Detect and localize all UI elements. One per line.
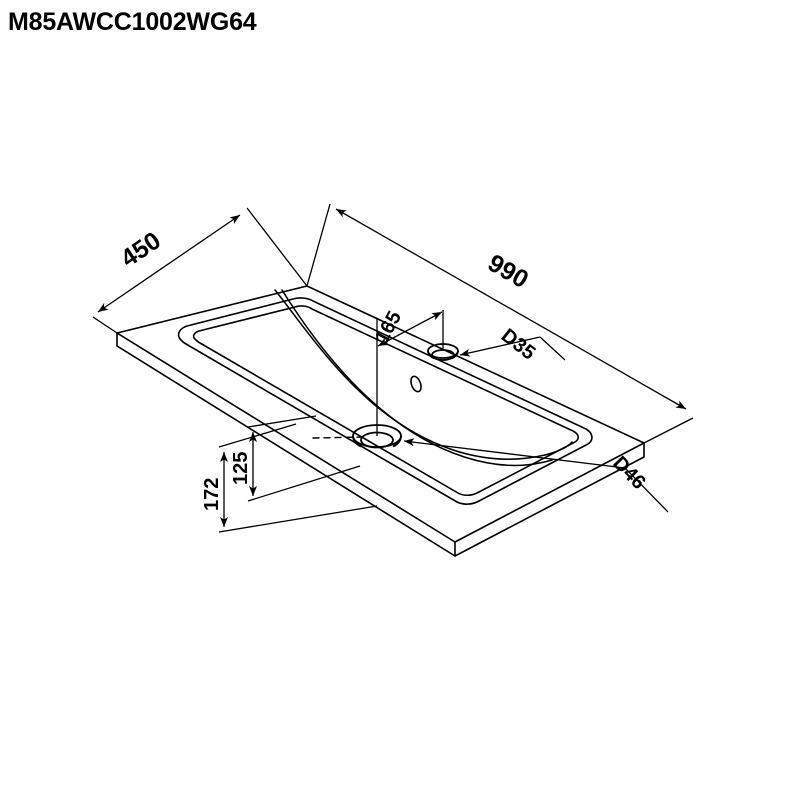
drain-hole-wall-left (352, 435, 362, 448)
dim-990-line (335, 208, 687, 410)
dim-125-label: 125 (230, 452, 252, 485)
dimension-D46 (403, 438, 669, 513)
dim-125-ext-bottom (247, 465, 361, 502)
dim-D46-leader-tail (624, 467, 669, 513)
dim-172-ext-bottom (218, 505, 378, 533)
dim-450-ext-right (246, 207, 308, 287)
dim-172-label: 172 (201, 478, 223, 511)
dim-450-label: 450 (116, 226, 166, 273)
basin-interior-contours (274, 289, 573, 467)
overflow-hole-ellipse (410, 375, 422, 393)
dim-165-line (377, 311, 443, 347)
basin-rim-inner (192, 305, 579, 497)
slab-left-front-edge (116, 332, 456, 557)
dim-D35-leader (459, 336, 541, 357)
dimension-450 (92, 207, 308, 334)
basin-rim-outer (177, 297, 593, 505)
dim-990-label: 990 (483, 249, 533, 294)
dim-990-ext-right (643, 417, 694, 444)
page-title: M85AWCC1002WG64 (8, 8, 257, 36)
dimension-D35 (459, 336, 566, 361)
dimension-165 (376, 310, 444, 436)
slab-right-front-edge (454, 442, 645, 557)
dim-D35-leader-tail (539, 336, 566, 361)
drain-hole-wall-right (392, 435, 402, 448)
dim-D35-label: D35 (497, 325, 539, 365)
dim-450-line (97, 214, 241, 313)
bowl-contour-lower (281, 289, 553, 467)
dim-990-ext-left (306, 203, 331, 287)
dim-D46-leader (403, 438, 626, 469)
dimension-125 (247, 415, 361, 502)
dim-172-ext-top (218, 423, 297, 448)
hidden-centerline-to-drain (312, 436, 365, 439)
overflow-hole (410, 375, 422, 393)
dim-450-ext-left (92, 316, 118, 334)
dimension-990 (306, 203, 694, 444)
bowl-contour-upper (274, 289, 546, 460)
drain-hidden-line (312, 436, 365, 439)
basin-bowl (177, 297, 593, 505)
dimension-172 (218, 423, 378, 533)
bowl-contour-right-blend (544, 441, 573, 456)
dim-125-ext-top (247, 415, 317, 428)
